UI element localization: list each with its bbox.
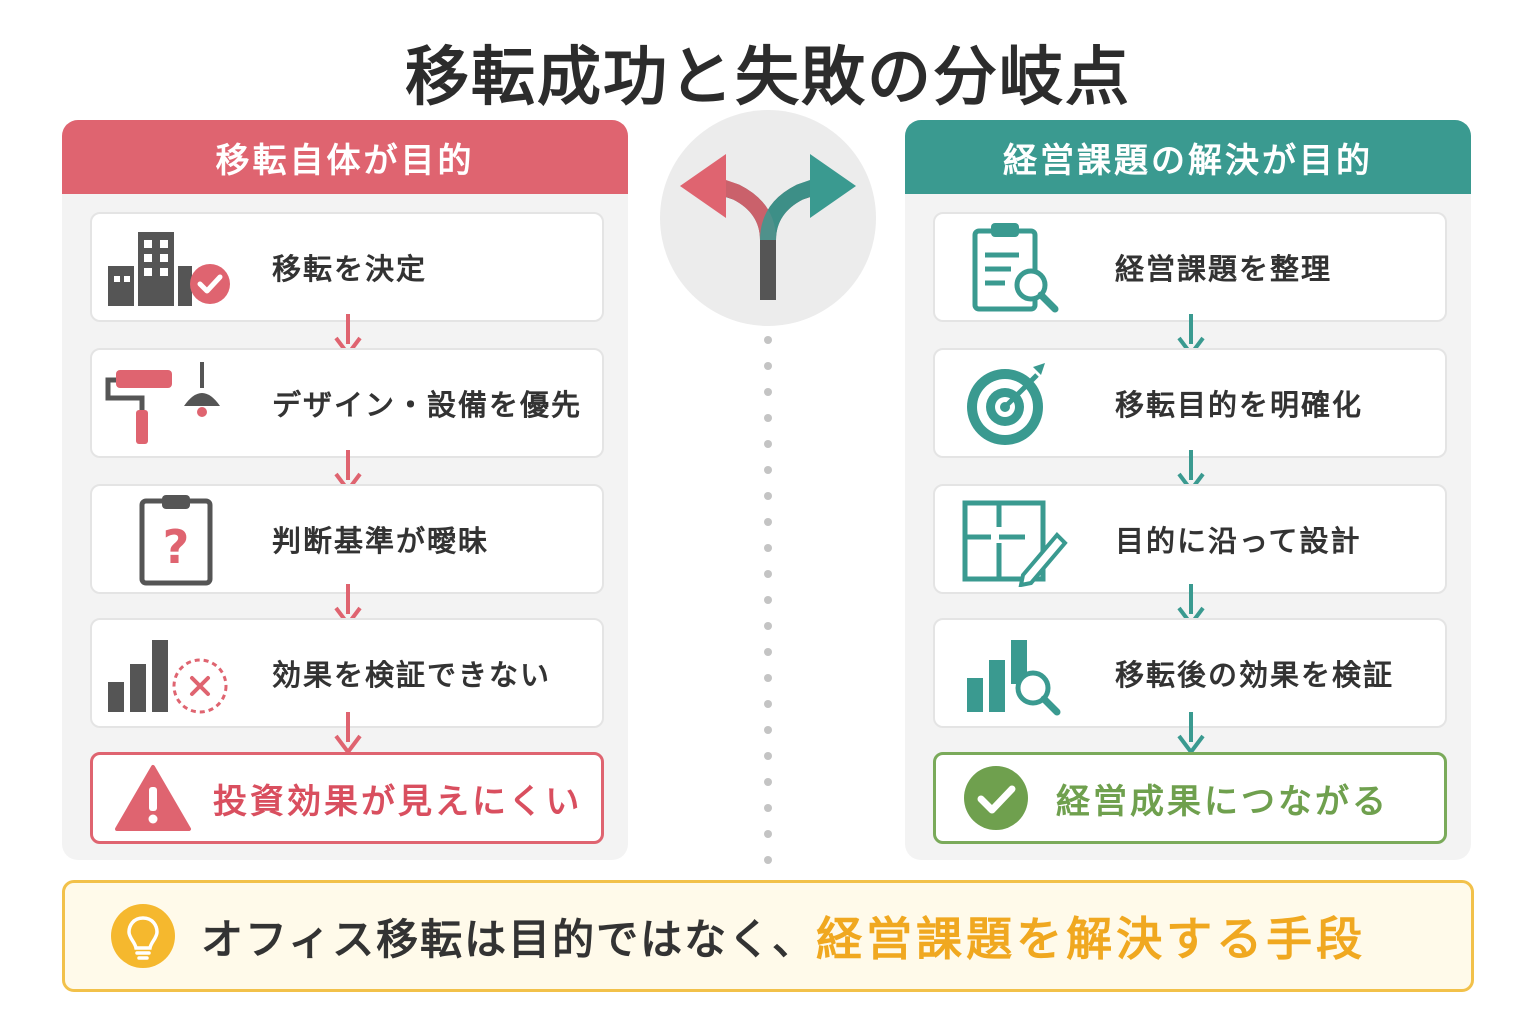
target-icon xyxy=(935,350,1085,456)
success-panel: 経営課題の解決が目的 経営課題を整理 xyxy=(905,120,1471,860)
success-step-2: 移転目的を明確化 xyxy=(933,348,1447,458)
warning-icon xyxy=(93,755,213,841)
step-label: 経営課題を整理 xyxy=(1115,252,1333,286)
step-label: 効果を検証できない xyxy=(272,658,552,692)
success-step-4: 移転後の効果を検証 xyxy=(933,618,1447,728)
conclusion-banner: オフィス移転は目的ではなく、 経営課題を解決する手段 xyxy=(62,880,1474,992)
failure-result: 投資効果が見えにくい xyxy=(90,752,604,844)
step-label: 目的に沿って設計 xyxy=(1115,524,1362,558)
success-result: 経営成果につながる xyxy=(933,752,1447,844)
down-arrow-icon xyxy=(334,712,362,754)
success-panel-header: 経営課題の解決が目的 xyxy=(905,120,1471,194)
divider-dots xyxy=(764,336,772,864)
check-circle-icon xyxy=(936,755,1056,841)
failure-panel: 移転自体が目的 移転を決定 xyxy=(62,120,628,860)
clipboard-question-icon: ? xyxy=(92,486,242,592)
building-check-icon xyxy=(92,214,242,320)
conclusion-highlight: 経営課題を解決する手段 xyxy=(816,912,1367,966)
clipboard-search-icon xyxy=(935,214,1085,320)
failure-panel-header: 移転自体が目的 xyxy=(62,120,628,194)
success-step-3: 目的に沿って設計 xyxy=(933,484,1447,594)
failure-step-3: ? 判断基準が曖昧 xyxy=(90,484,604,594)
success-result-label: 経営成果につながる xyxy=(1056,781,1389,822)
floorplan-pencil-icon xyxy=(935,486,1085,592)
failure-result-label: 投資効果が見えにくい xyxy=(213,781,583,822)
conclusion-text: オフィス移転は目的ではなく、 xyxy=(201,914,817,964)
chart-search-icon xyxy=(935,620,1085,726)
down-arrow-icon xyxy=(1177,712,1205,754)
svg-text:?: ? xyxy=(163,520,190,574)
success-step-1: 経営課題を整理 xyxy=(933,212,1447,322)
step-label: 移転後の効果を検証 xyxy=(1115,658,1395,692)
step-label: デザイン・設備を優先 xyxy=(272,388,583,422)
failure-step-2: デザイン・設備を優先 xyxy=(90,348,604,458)
fork-arrow-icon xyxy=(660,110,876,326)
step-label: 判断基準が曖昧 xyxy=(272,524,490,558)
chart-cross-icon xyxy=(92,620,242,726)
paint-roller-lamp-icon xyxy=(92,350,242,456)
page-title: 移転成功と失敗の分岐点 xyxy=(405,41,1131,115)
step-label: 移転を決定 xyxy=(272,252,428,286)
step-label: 移転目的を明確化 xyxy=(1115,388,1364,422)
lightbulb-icon xyxy=(111,904,175,968)
failure-step-1: 移転を決定 xyxy=(90,212,604,322)
